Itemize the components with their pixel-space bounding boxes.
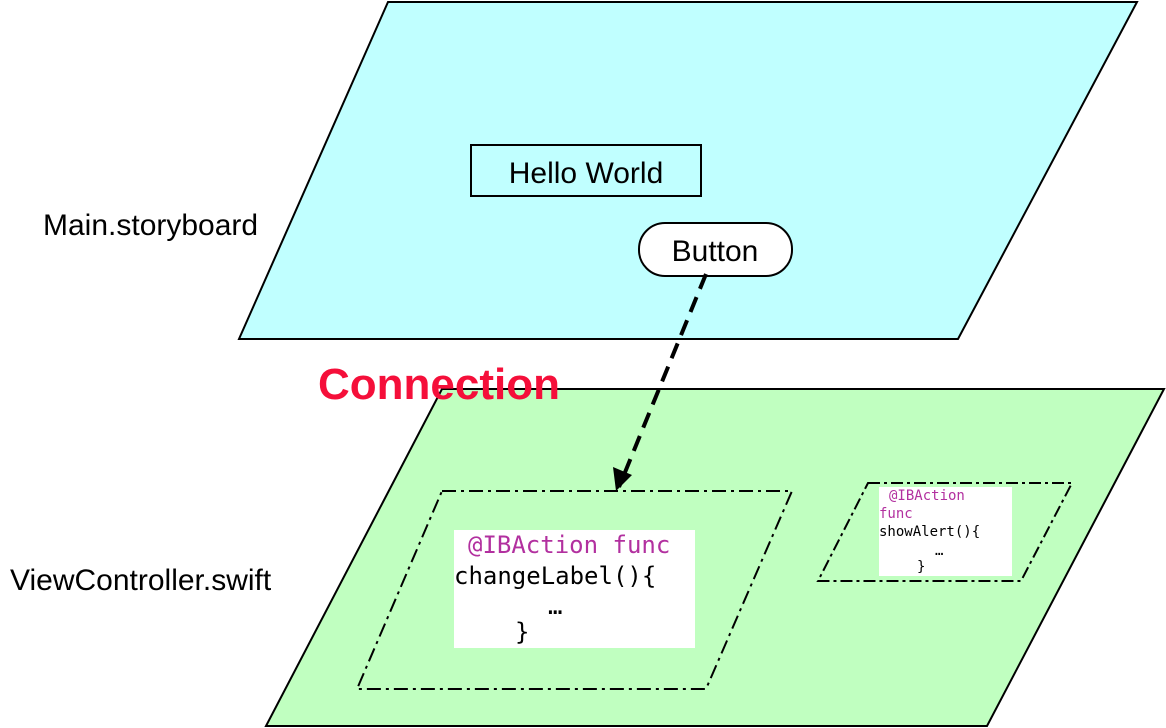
secondary-action-region: [816, 482, 1074, 582]
hello-world-label-box: [470, 144, 702, 197]
primary-code-close: }: [515, 618, 529, 646]
controller-layer-label: ViewController.swift: [10, 564, 272, 597]
primary-code-function-name: changeLabel(){: [454, 562, 656, 590]
primary-code-keyword: @IBAction func: [468, 531, 670, 559]
secondary-code-close: }: [917, 559, 925, 575]
storyboard-plane: [237, 0, 1139, 340]
controller-plane: [264, 388, 1166, 727]
secondary-code-function-name: showAlert(){: [879, 524, 980, 540]
storyboard-button: [638, 222, 793, 277]
secondary-code-body: …: [935, 543, 943, 559]
secondary-code-background: [879, 487, 1012, 576]
connection-arrowhead: [613, 467, 632, 491]
secondary-code-keyword: @IBAction: [889, 488, 965, 504]
storyboard-button-text: Button: [672, 235, 759, 268]
secondary-code-keyword-func: func: [879, 506, 913, 522]
connection-label: Connection: [318, 360, 560, 409]
storyboard-layer-label: Main.storyboard: [43, 209, 258, 242]
primary-code-background: [454, 530, 695, 648]
hello-world-text: Hello World: [509, 157, 664, 190]
primary-code-body: …: [548, 592, 562, 620]
connection-arrow: [617, 273, 708, 488]
